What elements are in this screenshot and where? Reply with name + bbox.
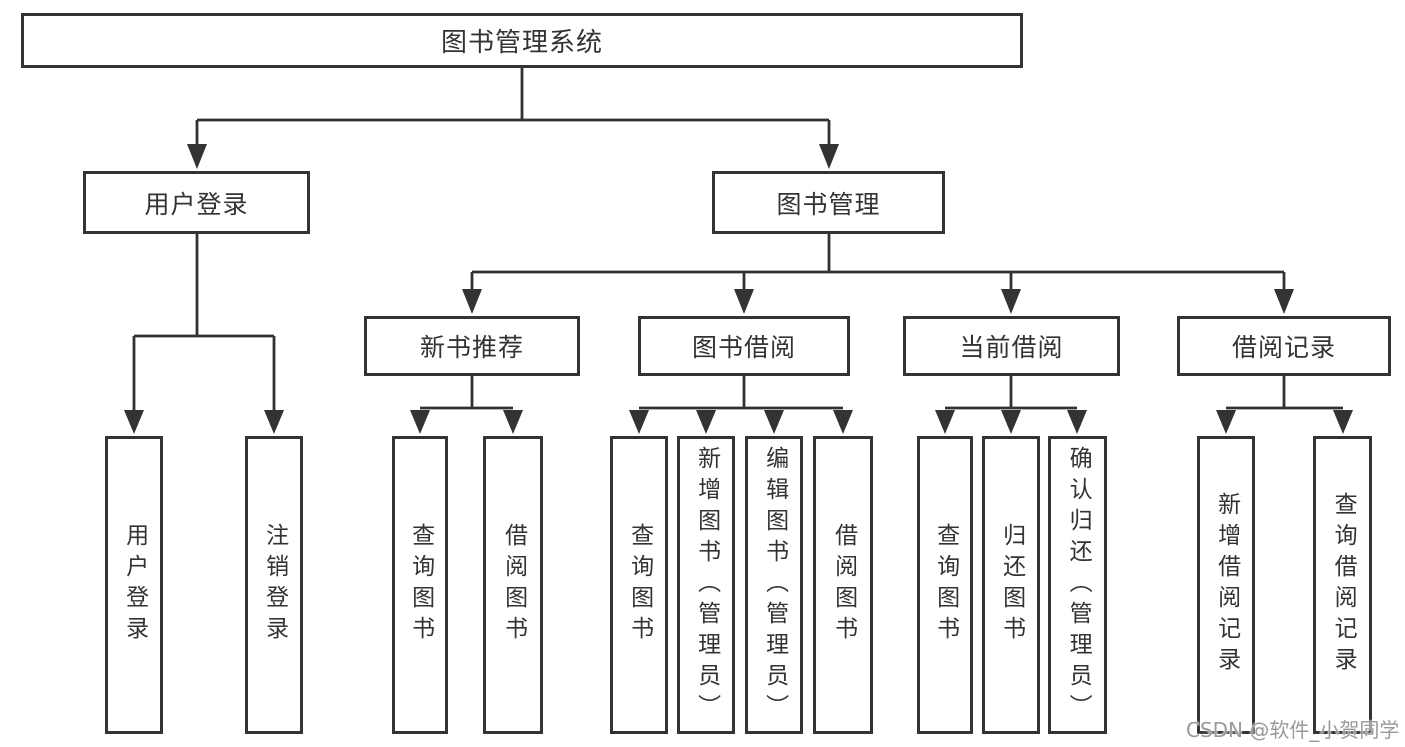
arrowhead-icon (1001, 289, 1021, 314)
arrowhead-icon (833, 410, 853, 434)
node-user-login: 用户登录 (83, 171, 310, 234)
edge-new-books-branch (420, 376, 513, 410)
leaf-return-book: 归还图书 (982, 436, 1040, 734)
arrowhead-icon (629, 410, 649, 434)
arrowhead-icon (1067, 410, 1087, 434)
node-library-system: 图书管理系统 (21, 13, 1023, 68)
arrowhead-icon (1001, 410, 1021, 434)
leaf-query-borrow-record: 查询借阅记录 (1313, 436, 1372, 734)
arrowhead-icon (503, 410, 523, 434)
arrowhead-icon (935, 410, 955, 434)
arrowheads (124, 144, 1353, 434)
node-group-current-borrow: 当前借阅 (903, 316, 1120, 376)
edge-book-borrow-branch (639, 376, 843, 410)
leaf-edit-book-admin: 编辑图书（管理员） (745, 436, 803, 734)
arrowhead-icon (187, 144, 207, 169)
leaf-add-borrow-record: 新增借阅记录 (1197, 436, 1255, 734)
arrowhead-icon (764, 410, 784, 434)
arrowhead-icon (734, 289, 754, 314)
node-book-management: 图书管理 (712, 171, 945, 234)
arrowhead-icon (1274, 289, 1294, 314)
edge-root-branch (195, 68, 831, 148)
arrowhead-icon (124, 410, 144, 434)
node-group-borrow-records: 借阅记录 (1177, 316, 1391, 376)
node-group-book-borrow: 图书借阅 (638, 316, 850, 376)
node-group-new-book-recommend: 新书推荐 (364, 316, 580, 376)
leaf-add-book-admin: 新增图书（管理员） (677, 436, 735, 734)
leaf-confirm-return-admin: 确认归还（管理员） (1048, 436, 1107, 734)
edge-current-borrow-branch (945, 376, 1077, 410)
csdn-watermark: CSDN @软件_小贺同学 (1186, 718, 1400, 742)
edge-borrow-records-branch (1226, 376, 1343, 410)
arrowhead-icon (1216, 410, 1236, 434)
leaf-borrow-books-1: 借阅图书 (483, 436, 543, 734)
tree-edges (132, 68, 1343, 412)
leaf-query-books-1: 查询图书 (392, 436, 448, 734)
arrowhead-icon (462, 289, 482, 314)
edge-user-login-branch (132, 234, 276, 412)
leaf-user-login: 用户登录 (105, 436, 163, 734)
arrowhead-icon (819, 144, 839, 169)
arrowhead-icon (410, 410, 430, 434)
arrowhead-icon (696, 410, 716, 434)
leaf-query-books-3: 查询图书 (917, 436, 973, 734)
arrowhead-icon (264, 410, 284, 434)
leaf-query-books-2: 查询图书 (610, 436, 668, 734)
leaf-logout: 注销登录 (245, 436, 303, 734)
leaf-borrow-books-2: 借阅图书 (813, 436, 873, 734)
edge-book-mgmt-branch (470, 234, 1286, 291)
arrowhead-icon (1333, 410, 1353, 434)
